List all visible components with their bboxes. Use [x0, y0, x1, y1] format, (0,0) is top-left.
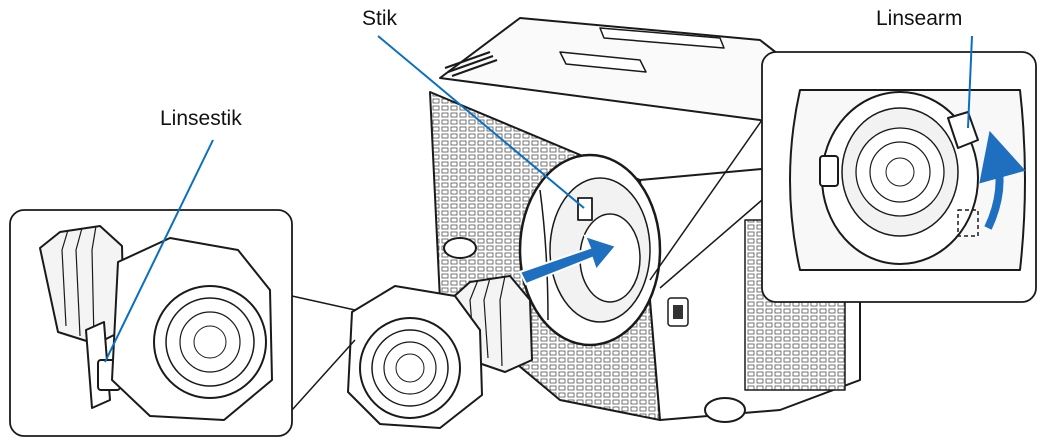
leader-line-stik	[377, 35, 585, 209]
lens-arm-detail-inset	[649, 51, 1037, 303]
leader-line-linsearm	[967, 35, 973, 129]
rotate-arrow	[979, 130, 1026, 230]
insert-arrow	[518, 234, 618, 286]
lens-unit	[347, 275, 533, 429]
label-pin: Stik	[362, 7, 398, 30]
label-lens-pin: Linsestik	[160, 107, 242, 130]
label-lens-arm: Linsearm	[876, 7, 963, 30]
lens-detail-inset	[9, 209, 356, 437]
leader-line-linsestik	[104, 139, 214, 363]
